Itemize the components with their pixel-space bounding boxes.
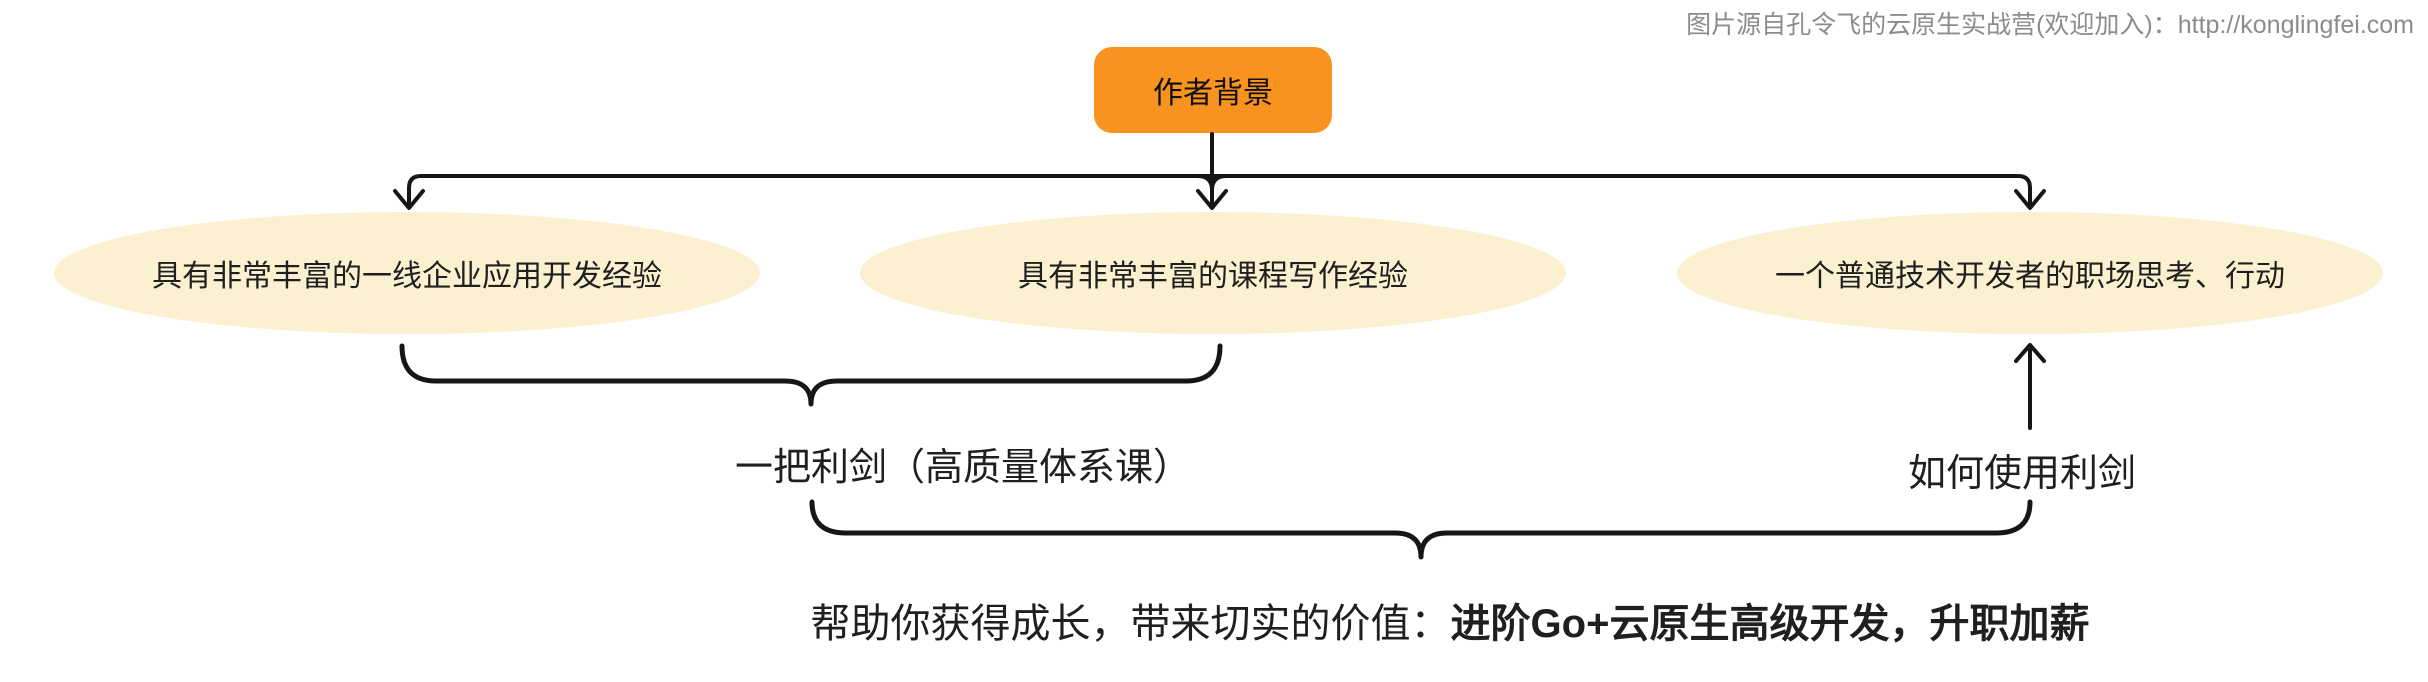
down-arrow-icon-2 xyxy=(1196,189,1228,210)
conclusion-bold: 进阶Go+云原生高级开发，升职加薪 xyxy=(1450,602,2090,646)
brace-2 xyxy=(809,499,2033,560)
branch-ellipse-dev-experience: 具有非常丰富的一线企业应用开发经验 xyxy=(54,212,760,334)
group-label-how-to-use-sword: 如何使用利剑 xyxy=(1907,453,2137,495)
group-label-sharp-sword: 一把利剑（高质量体系课） xyxy=(734,447,1192,489)
branch-label: 具有非常丰富的一线企业应用开发经验 xyxy=(152,260,662,293)
branch-label: 具有非常丰富的课程写作经验 xyxy=(1018,260,1408,293)
junction-fillet-left xyxy=(1196,174,1214,192)
branch-horizontal-line xyxy=(407,174,2032,208)
conclusion-prefix: 帮助你获得成长，带来切实的价值： xyxy=(810,602,1451,646)
brace-1 xyxy=(399,343,1223,407)
root-node-label: 作者背景 xyxy=(1153,77,1273,110)
junction-fillet-right xyxy=(1210,174,1228,192)
branch-ellipse-career-thinking: 一个普通技术开发者的职场思考、行动 xyxy=(1677,212,2383,334)
conclusion-text: 帮助你获得成长，带来切实的价值：进阶Go+云原生高级开发，升职加薪 xyxy=(811,591,2090,649)
root-node-author-background: 作者背景 xyxy=(1094,47,1332,133)
up-arrow-icon xyxy=(2014,343,2046,363)
down-arrow-icon-3 xyxy=(2014,189,2046,210)
down-arrow-icon-1 xyxy=(393,189,425,210)
watermark-text: 图片源自孔令飞的云原生实战营(欢迎加入)：http://konglingfei.… xyxy=(1686,11,2414,39)
branch-ellipse-course-writing: 具有非常丰富的课程写作经验 xyxy=(860,212,1566,334)
branch-label: 一个普通技术开发者的职场思考、行动 xyxy=(1775,260,2285,293)
